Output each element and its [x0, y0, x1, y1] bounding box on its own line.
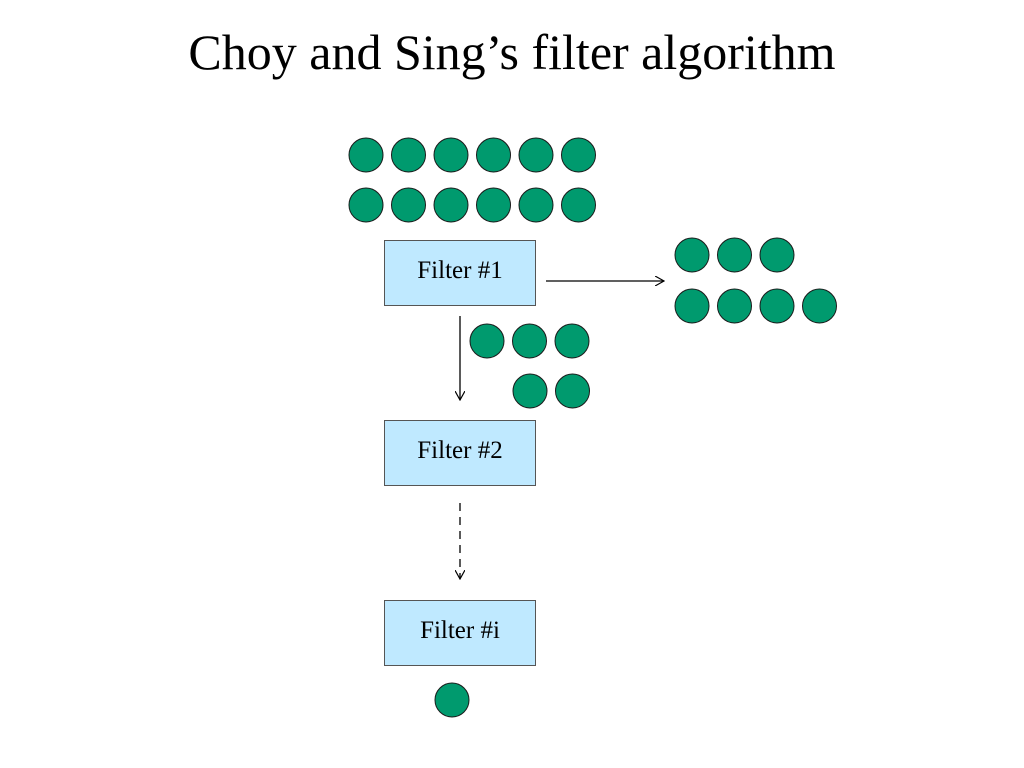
input-points-circle — [518, 187, 554, 223]
input-points-circle — [433, 187, 469, 223]
input-points-circle — [391, 187, 426, 223]
filtered-out-by-filter-1-circle — [674, 288, 710, 324]
input-points-circle — [433, 137, 469, 173]
passed-filter-1-circle — [512, 323, 547, 359]
passed-filter-1-circle — [469, 323, 505, 359]
filtered-out-by-filter-1-circle — [759, 237, 795, 273]
filtered-out-by-filter-1-circle — [674, 237, 710, 273]
input-points-circle — [348, 187, 384, 223]
filter-box-2: Filter #2 — [384, 420, 536, 486]
filter-box-1: Filter #1 — [384, 240, 536, 306]
filter-label: Filter #1 — [417, 257, 503, 284]
passed-filter-1-circle — [554, 323, 590, 359]
input-points-circle — [476, 137, 511, 173]
filtered-out-by-filter-1-circle — [717, 288, 752, 324]
filter-box-i: Filter #i — [384, 600, 536, 666]
slide-title: Choy and Sing’s filter algorithm — [188, 24, 836, 80]
passed-filter-1-circle — [512, 373, 548, 409]
filtered-out-by-filter-1-circle — [717, 237, 752, 273]
filtered-out-by-filter-1-circle — [759, 288, 795, 324]
input-points-circle — [561, 187, 596, 223]
passed-filter-1-circle — [555, 373, 590, 409]
input-points-circle — [348, 137, 384, 173]
filter-label: Filter #2 — [417, 437, 503, 464]
filter-label: Filter #i — [420, 617, 500, 644]
input-points-circle — [561, 137, 596, 173]
input-points-circle — [391, 137, 426, 173]
input-points-circle — [518, 137, 554, 173]
input-points-circle — [476, 187, 511, 223]
filtered-out-by-filter-1-circle — [802, 288, 837, 324]
final-result-circle — [434, 682, 470, 718]
